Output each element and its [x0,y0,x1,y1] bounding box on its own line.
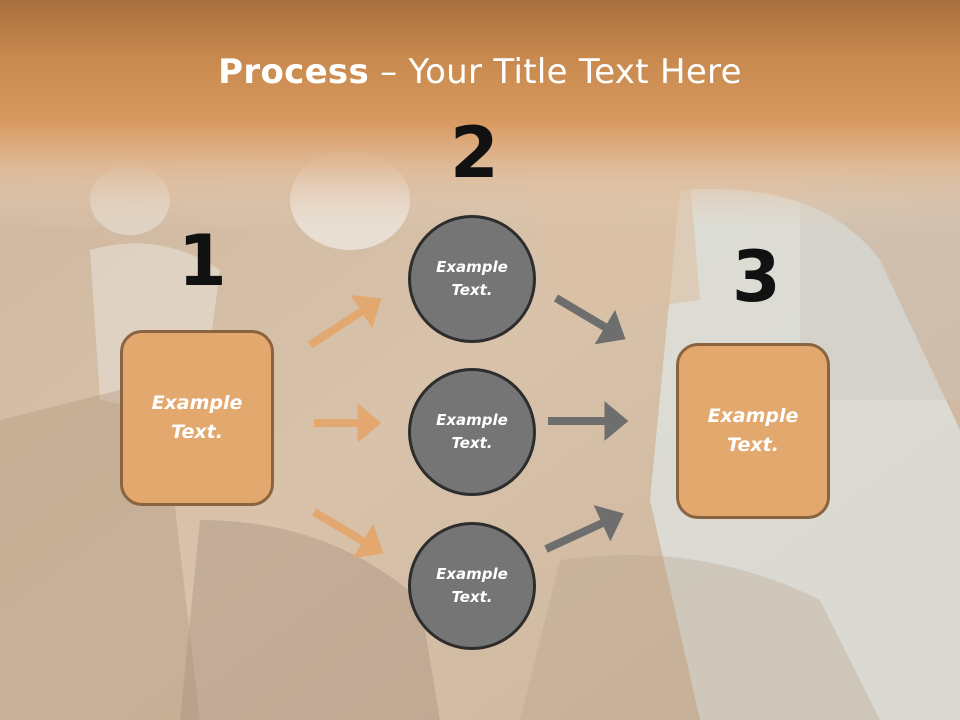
left-box-text: Example Text. [151,392,243,443]
left-text-box: Example Text. [120,330,274,506]
slide-title: Process – Your Title Text Here [0,52,960,92]
circle-top-text: Example Text. [436,258,508,299]
circle-middle-text: Example Text. [436,411,508,452]
arrow-top-to-right [553,294,626,345]
step-number-2: 2 [450,112,499,194]
arrow-left-to-bottom [311,508,384,559]
circle-bottom: Example Text. [408,522,536,650]
title-rest: – Your Title Text Here [369,52,742,92]
circle-middle: Example Text. [408,368,536,496]
right-text-box: Example Text. [676,343,830,519]
step-number-1: 1 [178,220,227,302]
circle-top: Example Text. [408,215,536,343]
arrow-bottom-to-right [544,505,624,553]
step-number-3: 3 [732,236,781,318]
title-bold: Process [218,52,370,92]
circle-bottom-text: Example Text. [436,565,508,606]
arrow-left-to-top [307,294,382,349]
right-box-text: Example Text. [707,405,799,456]
